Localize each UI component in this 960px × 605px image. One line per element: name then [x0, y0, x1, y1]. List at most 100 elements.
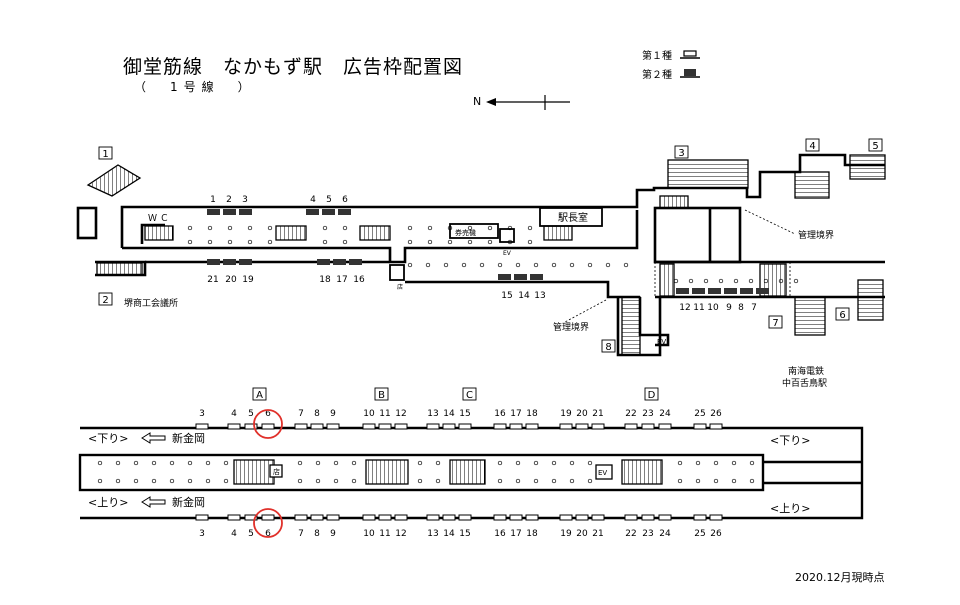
section-b-label: B [378, 390, 385, 401]
station-office-label: 駅長室 [558, 211, 588, 224]
down-right-label: <下り> [770, 434, 810, 447]
ev-label: EV [503, 250, 512, 257]
car-number: 26 [710, 529, 722, 539]
pillar-dot [467, 225, 473, 231]
car-number: 15 [459, 529, 470, 539]
nankai-label-1: 南海電鉄 [788, 365, 824, 377]
pillar-dot [695, 460, 701, 466]
pillar-dot [479, 262, 485, 268]
ad-slot [693, 423, 707, 430]
pillar-dot [227, 239, 233, 245]
pillar-dot [605, 262, 611, 268]
pillars-platform [97, 460, 755, 484]
pillar-dot [527, 225, 533, 231]
pillar-dot [447, 239, 453, 245]
ad-slot [294, 423, 308, 430]
ad-number: 14 [518, 291, 530, 301]
exit-3-label: 3 [678, 148, 684, 159]
pillar-dot [749, 478, 755, 484]
ad-slot [244, 514, 258, 521]
pillar-dot [267, 239, 273, 245]
ad-slot [575, 514, 589, 521]
pillar-dot [205, 460, 211, 466]
car-number: 4 [231, 529, 237, 539]
ad-slot [294, 514, 308, 521]
ad-slot [326, 423, 340, 430]
ad-slot [261, 514, 275, 521]
ad-slot [624, 514, 638, 521]
ad-slot [195, 514, 209, 521]
ad-slot [559, 423, 573, 430]
pillar-dot [333, 460, 339, 466]
pillar-dot [533, 460, 539, 466]
pillar-dot [322, 239, 328, 245]
north-label: N [473, 95, 482, 108]
car-number: 7 [298, 409, 304, 419]
car-number: 5 [248, 529, 254, 539]
car-number: 13 [427, 529, 438, 539]
car-number: 13 [427, 409, 438, 419]
pillar-dot [527, 239, 533, 245]
ad-slot [310, 514, 324, 521]
car-number: 19 [560, 409, 572, 419]
ad-slot [442, 423, 456, 430]
car-number: 8 [314, 529, 320, 539]
pillar-dot [713, 478, 719, 484]
pillar-dot [133, 460, 139, 466]
car-number: 24 [659, 529, 671, 539]
pillar-dot [733, 278, 739, 284]
ad-slot [509, 423, 523, 430]
ad-slot [709, 423, 723, 430]
exit-1-label: 1 [102, 149, 108, 160]
pillar-dot [515, 460, 521, 466]
pillar-dot [587, 478, 593, 484]
pillar-dot [695, 478, 701, 484]
pillar-dot [487, 239, 493, 245]
pillar-dot [205, 478, 211, 484]
section-a-label: A [256, 390, 263, 401]
ad-slot [310, 423, 324, 430]
pillar-dot [703, 278, 709, 284]
pillar-dot [587, 262, 593, 268]
concourse-outline [76, 153, 885, 357]
car-number: 14 [443, 529, 455, 539]
ad-number: 7 [751, 303, 757, 313]
pillar-dot [417, 460, 423, 466]
car-number: 18 [526, 409, 538, 419]
car-number: 4 [231, 409, 237, 419]
car-number: 16 [494, 409, 506, 419]
ad-slot [693, 514, 707, 521]
car-number: 23 [642, 529, 653, 539]
as-of-date: 2020.12月現時点 [795, 571, 885, 584]
pillar-dot [467, 239, 473, 245]
ad-slot [493, 514, 507, 521]
car-number: 18 [526, 529, 538, 539]
pillar-dot [427, 225, 433, 231]
ad-number: 10 [707, 303, 719, 313]
up-left-label: <上り> [88, 496, 128, 509]
section-c-label: C [466, 390, 473, 401]
pillar-dot [227, 225, 233, 231]
ad-slot [261, 423, 275, 430]
pillar-dot [587, 460, 593, 466]
pillar-dot [315, 460, 321, 466]
ad-slot [493, 423, 507, 430]
pillar-dot [223, 460, 229, 466]
ad-slot [442, 514, 456, 521]
car-number: 20 [576, 529, 588, 539]
ad-number: 13 [534, 291, 545, 301]
upper-ads-type2 [207, 209, 769, 294]
pillar-dot [447, 225, 453, 231]
pillar-dot [207, 225, 213, 231]
legend-type1-label: 第１種 [642, 51, 672, 62]
destination-down-label: 新金岡 [172, 431, 205, 445]
ev-label-2: EV [657, 338, 666, 346]
ad-slot [624, 423, 638, 430]
car-number: 24 [659, 409, 671, 419]
ad-slot [658, 423, 672, 430]
car-number: 5 [248, 409, 254, 419]
car-number: 12 [395, 409, 406, 419]
car-number: 14 [443, 409, 455, 419]
pillar-dot [425, 262, 431, 268]
